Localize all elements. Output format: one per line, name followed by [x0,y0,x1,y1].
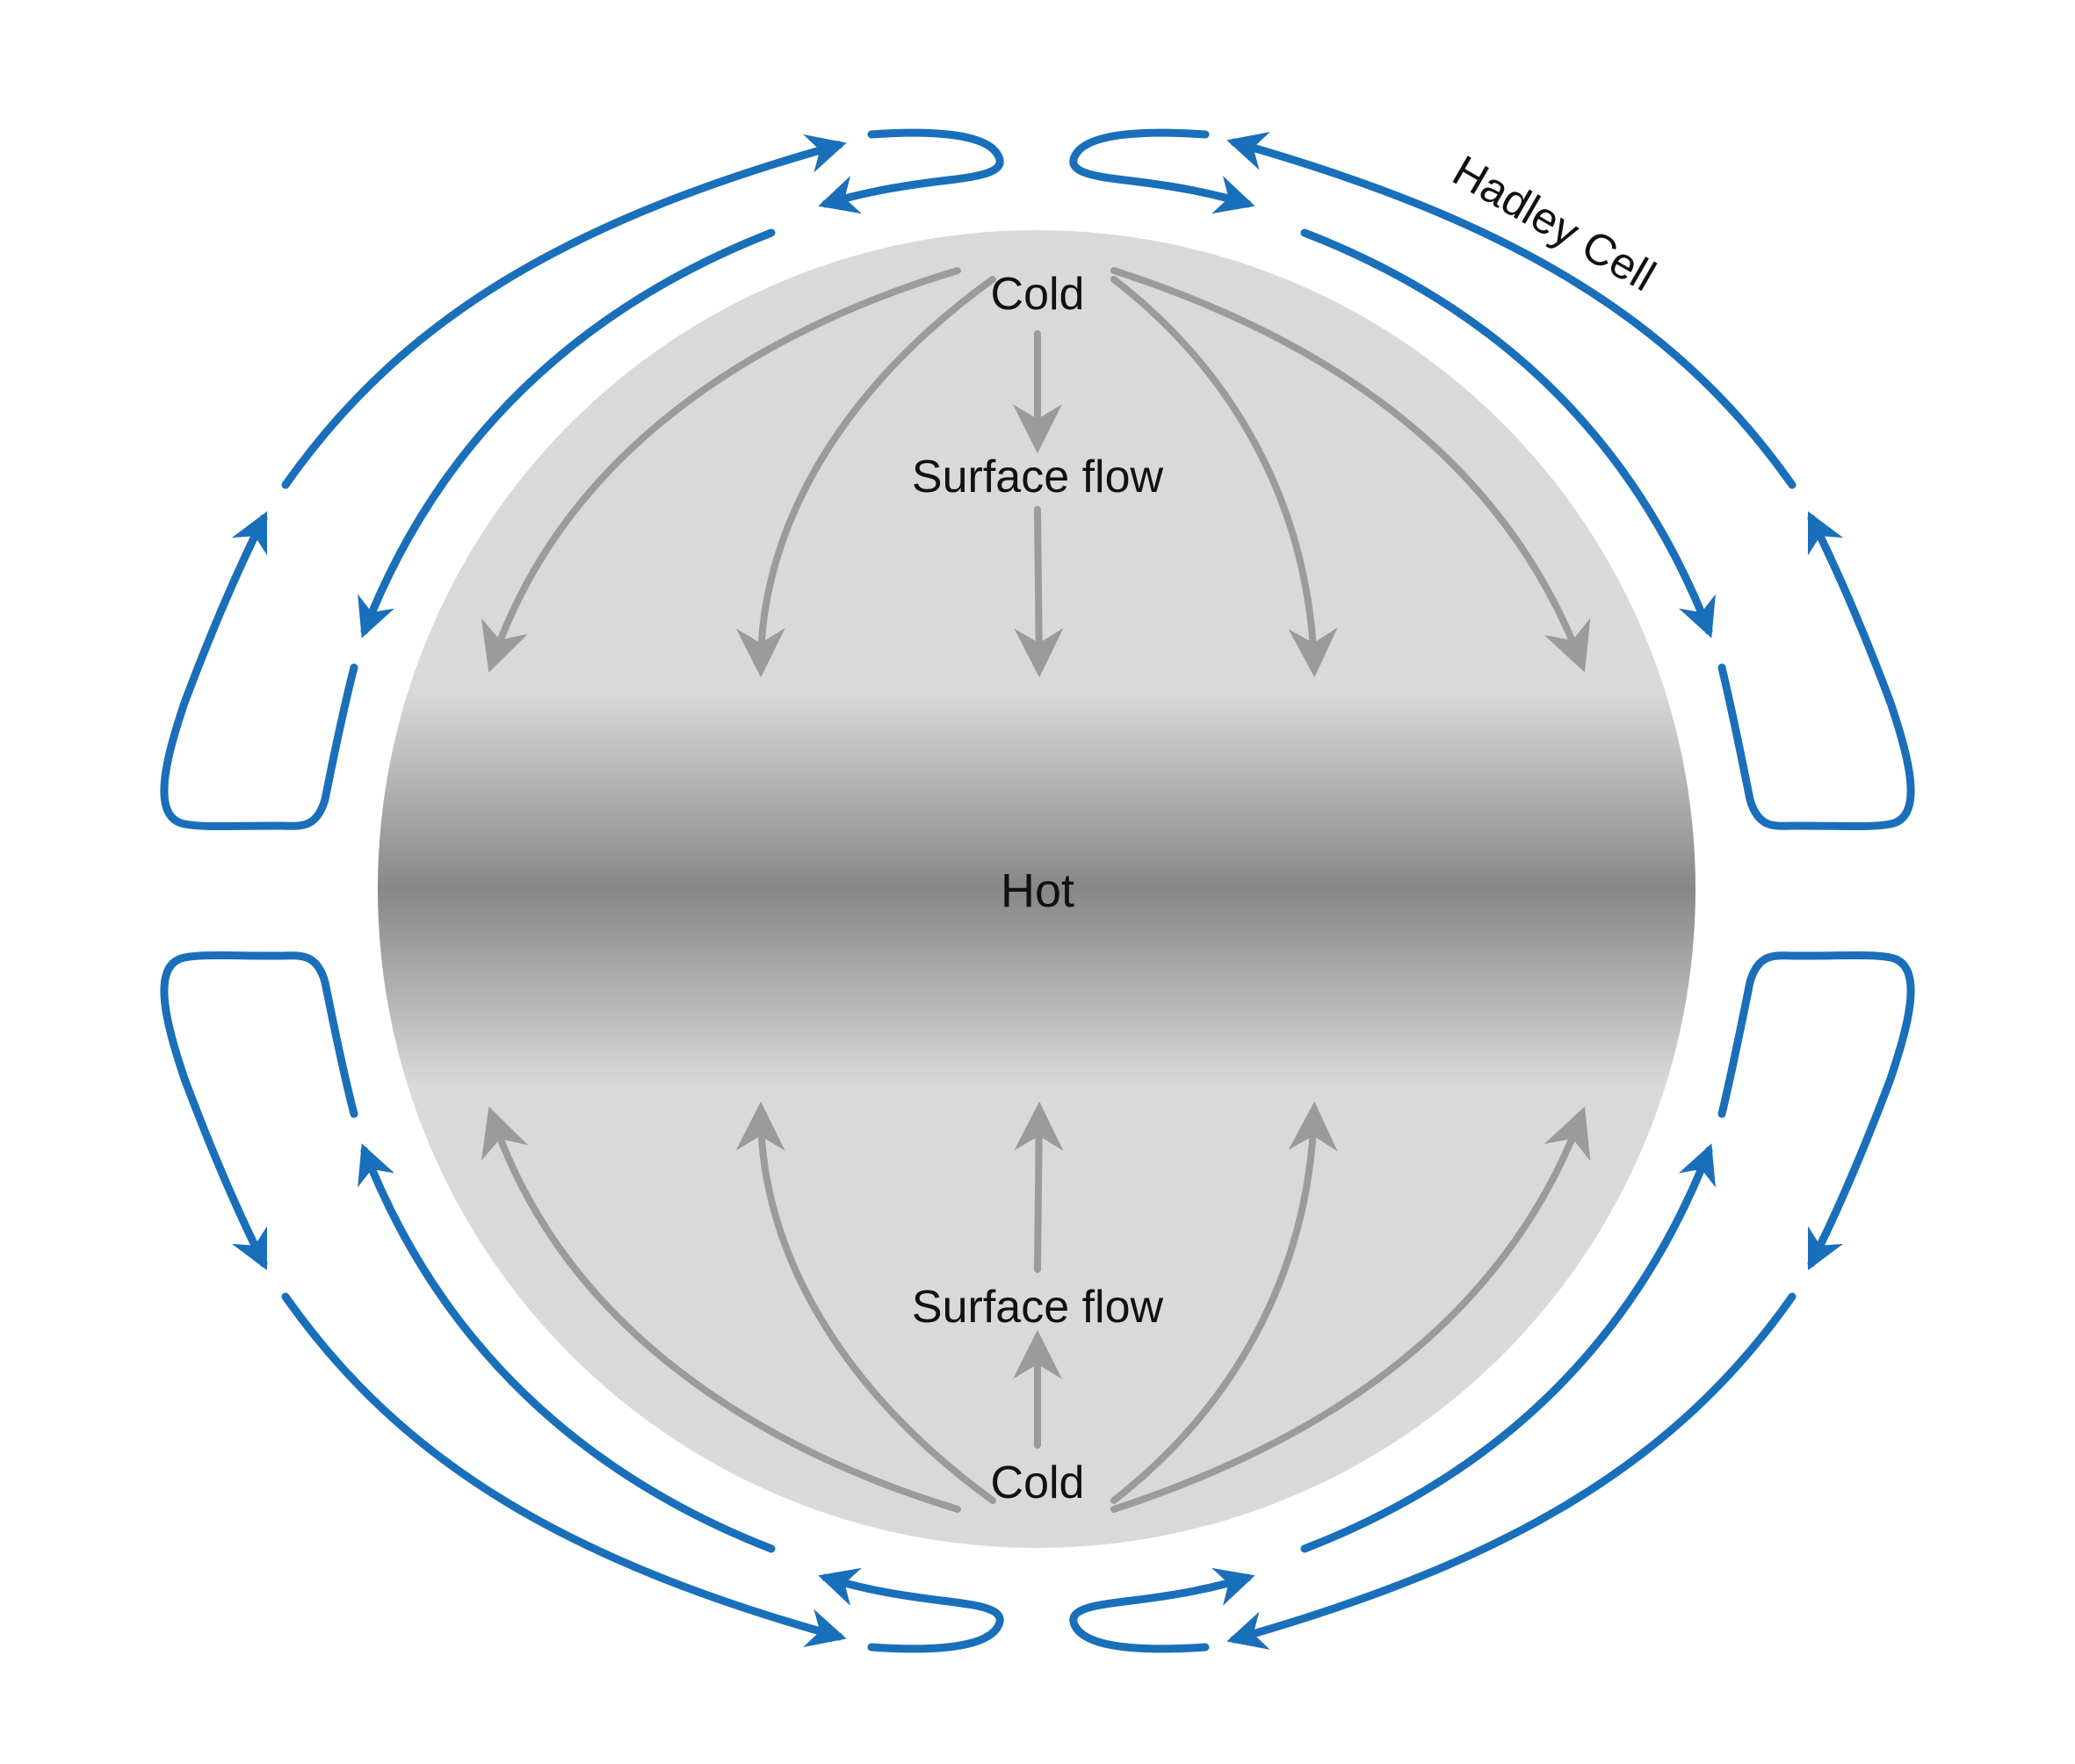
polar-cell-loop-north-right [1069,128,1255,214]
label-hadley-cell: Hadley Cell [1445,146,1664,300]
hadley-cell-loop-north-left [160,510,358,830]
surface-flow-arrow [1110,267,1591,673]
label-cold-south: Cold [991,1457,1085,1508]
label-hot: Hot [1001,864,1074,917]
circulation-arc-south-right-outer [1226,1292,1797,1650]
globe [378,230,1695,1548]
surface-flow-arrows-north [481,267,1591,678]
surface-flow-arrow [1014,1101,1064,1273]
surface-flow-arrow [1110,1106,1591,1513]
circulation-arc-south-left-outer [281,1292,847,1648]
surface-flow-arrow [481,267,961,673]
surface-flow-arrow [1014,506,1064,678]
surface-flow-arrow [735,1101,996,1504]
label-cold-north: Cold [991,269,1085,320]
surface-flow-arrows-south [481,1101,1591,1513]
label-surface-flow-south: Surface flow [912,1282,1164,1333]
label-surface-flow-north: Surface flow [912,452,1164,502]
hadley-cell-loop-south-left [160,951,358,1271]
hadley-cell-loop-south-right [1717,951,1915,1271]
surface-flow-arrow [1110,276,1338,678]
surface-flow-arrow [1110,1101,1338,1504]
circulation-arc-north-left-outer [281,134,847,489]
circulation-arc-north-left-inner [358,228,776,639]
circulation-arc-south-right-inner [1300,1143,1716,1553]
hadley-cell-loop-north-right [1717,510,1915,830]
polar-cell-loop-south-left [818,1567,1004,1653]
circulation-arc-north-right-inner [1300,228,1716,639]
polar-cell-loop-south-right [1069,1567,1255,1653]
circulation-arc-south-left-inner [358,1143,776,1553]
circulation-arc-north-right-outer [1226,132,1797,489]
polar-cell-loop-north-left [818,128,1004,214]
surface-flow-arrow [735,276,996,678]
surface-flow-arrow [481,1106,961,1513]
